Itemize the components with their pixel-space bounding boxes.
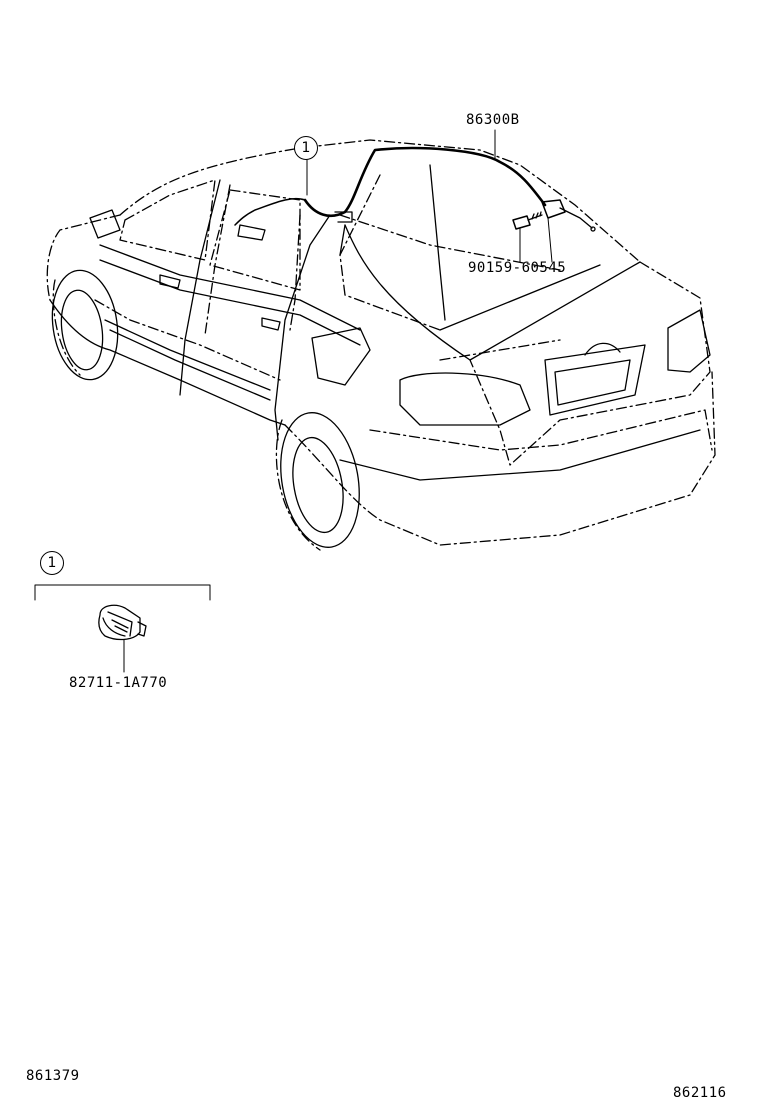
car-body bbox=[46, 139, 716, 546]
leader-lines bbox=[34, 129, 553, 673]
footer-right-code: 862116 bbox=[673, 1085, 727, 1101]
footer-left-code: 861379 bbox=[26, 1068, 80, 1084]
connector-82711 bbox=[98, 604, 147, 641]
antenna-connector-bracket bbox=[334, 199, 596, 232]
detail-marker-circle: 1 bbox=[40, 551, 64, 575]
rear-wheel bbox=[275, 412, 360, 551]
antenna-wire-assembly bbox=[234, 146, 547, 241]
front-wheel bbox=[51, 269, 119, 381]
connector-part-label: 82711-1A770 bbox=[69, 675, 168, 691]
screw-part-label: 90159-60545 bbox=[468, 260, 567, 276]
ref-marker-circle: 1 bbox=[294, 136, 318, 160]
screw-90159 bbox=[512, 211, 543, 230]
wire-part-label: 86300B bbox=[466, 112, 520, 128]
